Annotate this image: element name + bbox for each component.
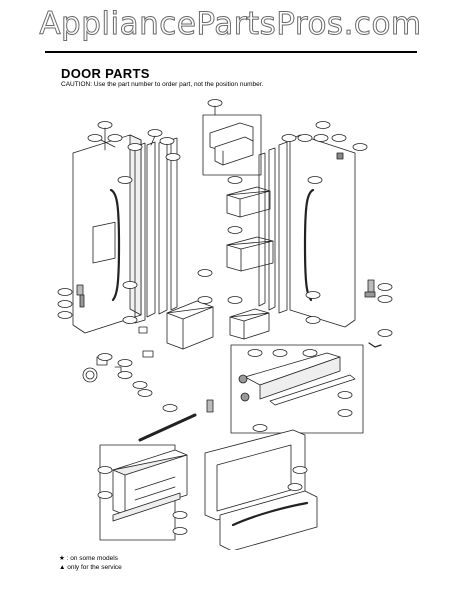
- header-divider: [45, 51, 417, 53]
- right-door-callouts: [281, 121, 393, 337]
- exploded-parts-diagram: [57, 99, 393, 550]
- water-line-parts: [82, 326, 154, 397]
- right-door-assembly: [258, 134, 356, 328]
- left-door-assembly: [72, 134, 178, 334]
- page-title: DOOR PARTS: [61, 66, 150, 81]
- right-hinge: [364, 279, 382, 348]
- freezer-rail-box: [230, 344, 364, 434]
- gasket-rod: [138, 399, 214, 442]
- freezer-drawer-front: [204, 424, 318, 550]
- left-hinge: [76, 284, 85, 308]
- legend-some-models: ★ : on some models: [59, 555, 118, 562]
- left-door-callouts: [57, 121, 181, 324]
- top-shelf-box: [202, 99, 262, 176]
- freezer-drawer-frame: [97, 444, 188, 541]
- door-bins: [166, 176, 274, 350]
- watermark: AppliancePartsPros.com: [39, 6, 422, 43]
- caution-note: CAUTION: Use the part number to order pa…: [61, 81, 264, 88]
- legend-service-only: ▲ only for the service: [59, 564, 122, 571]
